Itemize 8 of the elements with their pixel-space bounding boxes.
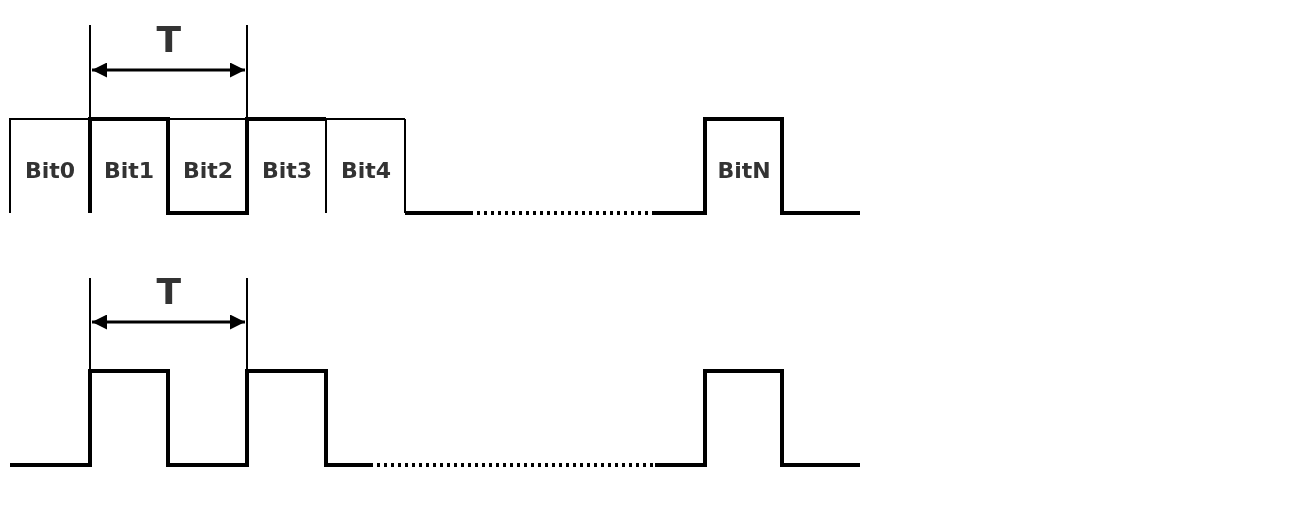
period-label: T	[156, 22, 182, 58]
bit-label: Bit3	[262, 160, 313, 182]
bit-label: Bit1	[104, 160, 155, 182]
period-label: T	[156, 274, 182, 310]
bit-label: Bit4	[341, 160, 392, 182]
bit-label: BitN	[717, 160, 771, 182]
bit-label: Bit2	[183, 160, 234, 182]
bit-label: Bit0	[25, 160, 76, 182]
